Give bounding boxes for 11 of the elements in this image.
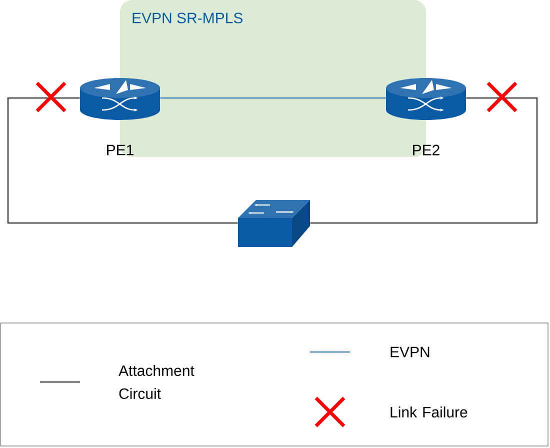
connector-line [310, 98, 538, 224]
legend-text: Attachment Circuit [118, 364, 194, 399]
switch-icon [238, 200, 310, 247]
connector-line [8, 98, 238, 224]
router-icon [80, 78, 160, 120]
router-label: PE1 [107, 144, 134, 156]
region-title: EVPN SR-MPLS [132, 12, 243, 24]
legend-text: EVPN [390, 346, 430, 358]
router-icon [386, 78, 466, 120]
legend-text: Link Failure [390, 406, 468, 418]
router-label: PE2 [413, 144, 440, 156]
